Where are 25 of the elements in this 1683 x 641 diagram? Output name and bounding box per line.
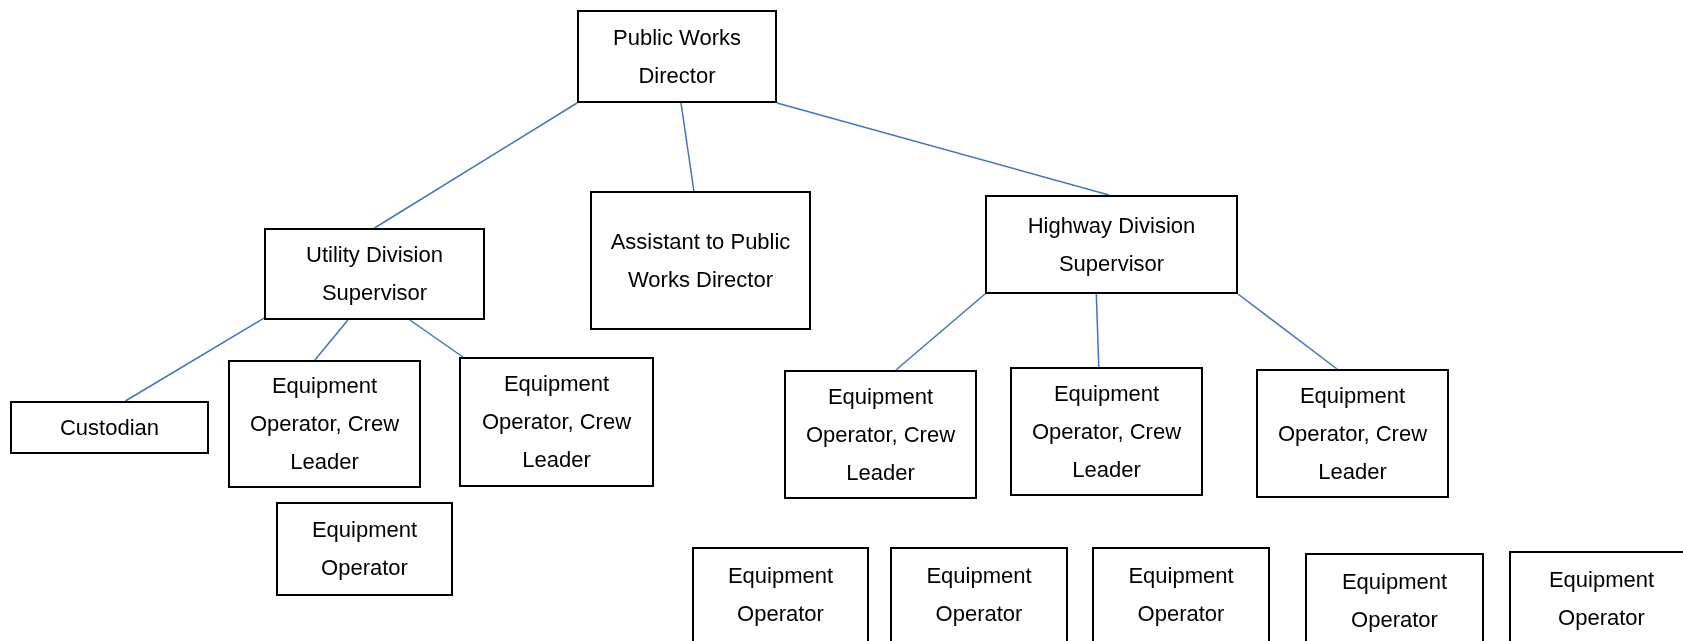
connector-line: [314, 319, 349, 361]
position-box: Equipment Operator: [890, 547, 1068, 641]
position-box: Highway Division Supervisor: [985, 195, 1238, 294]
position-box: Custodian: [10, 401, 209, 454]
position-box: Equipment Operator: [1509, 551, 1683, 641]
connector-line: [1237, 293, 1338, 370]
position-box: Equipment Operator, Crew Leader: [1256, 369, 1449, 498]
connector-line: [776, 102, 1110, 196]
position-box: Equipment Operator, Crew Leader: [784, 370, 977, 499]
position-box: Equipment Operator, Crew Leader: [228, 360, 421, 488]
position-box: Utility Division Supervisor: [264, 228, 485, 320]
connector-line: [373, 102, 578, 229]
position-box: Equipment Operator, Crew Leader: [459, 357, 654, 487]
connector-line: [895, 293, 986, 371]
connector-line: [1095, 293, 1100, 368]
position-box: Assistant to Public Works Director: [590, 191, 811, 330]
position-box: Public Works Director: [577, 10, 777, 103]
position-box: Equipment Operator: [276, 502, 453, 596]
position-box: Equipment Operator: [1305, 553, 1484, 641]
connector-line: [680, 102, 695, 192]
position-box: Equipment Operator, Crew Leader: [1010, 367, 1203, 496]
connector-line: [124, 317, 265, 402]
connector-line: [409, 319, 464, 358]
position-box: Equipment Operator: [1092, 547, 1270, 641]
position-box: Equipment Operator: [692, 547, 869, 641]
